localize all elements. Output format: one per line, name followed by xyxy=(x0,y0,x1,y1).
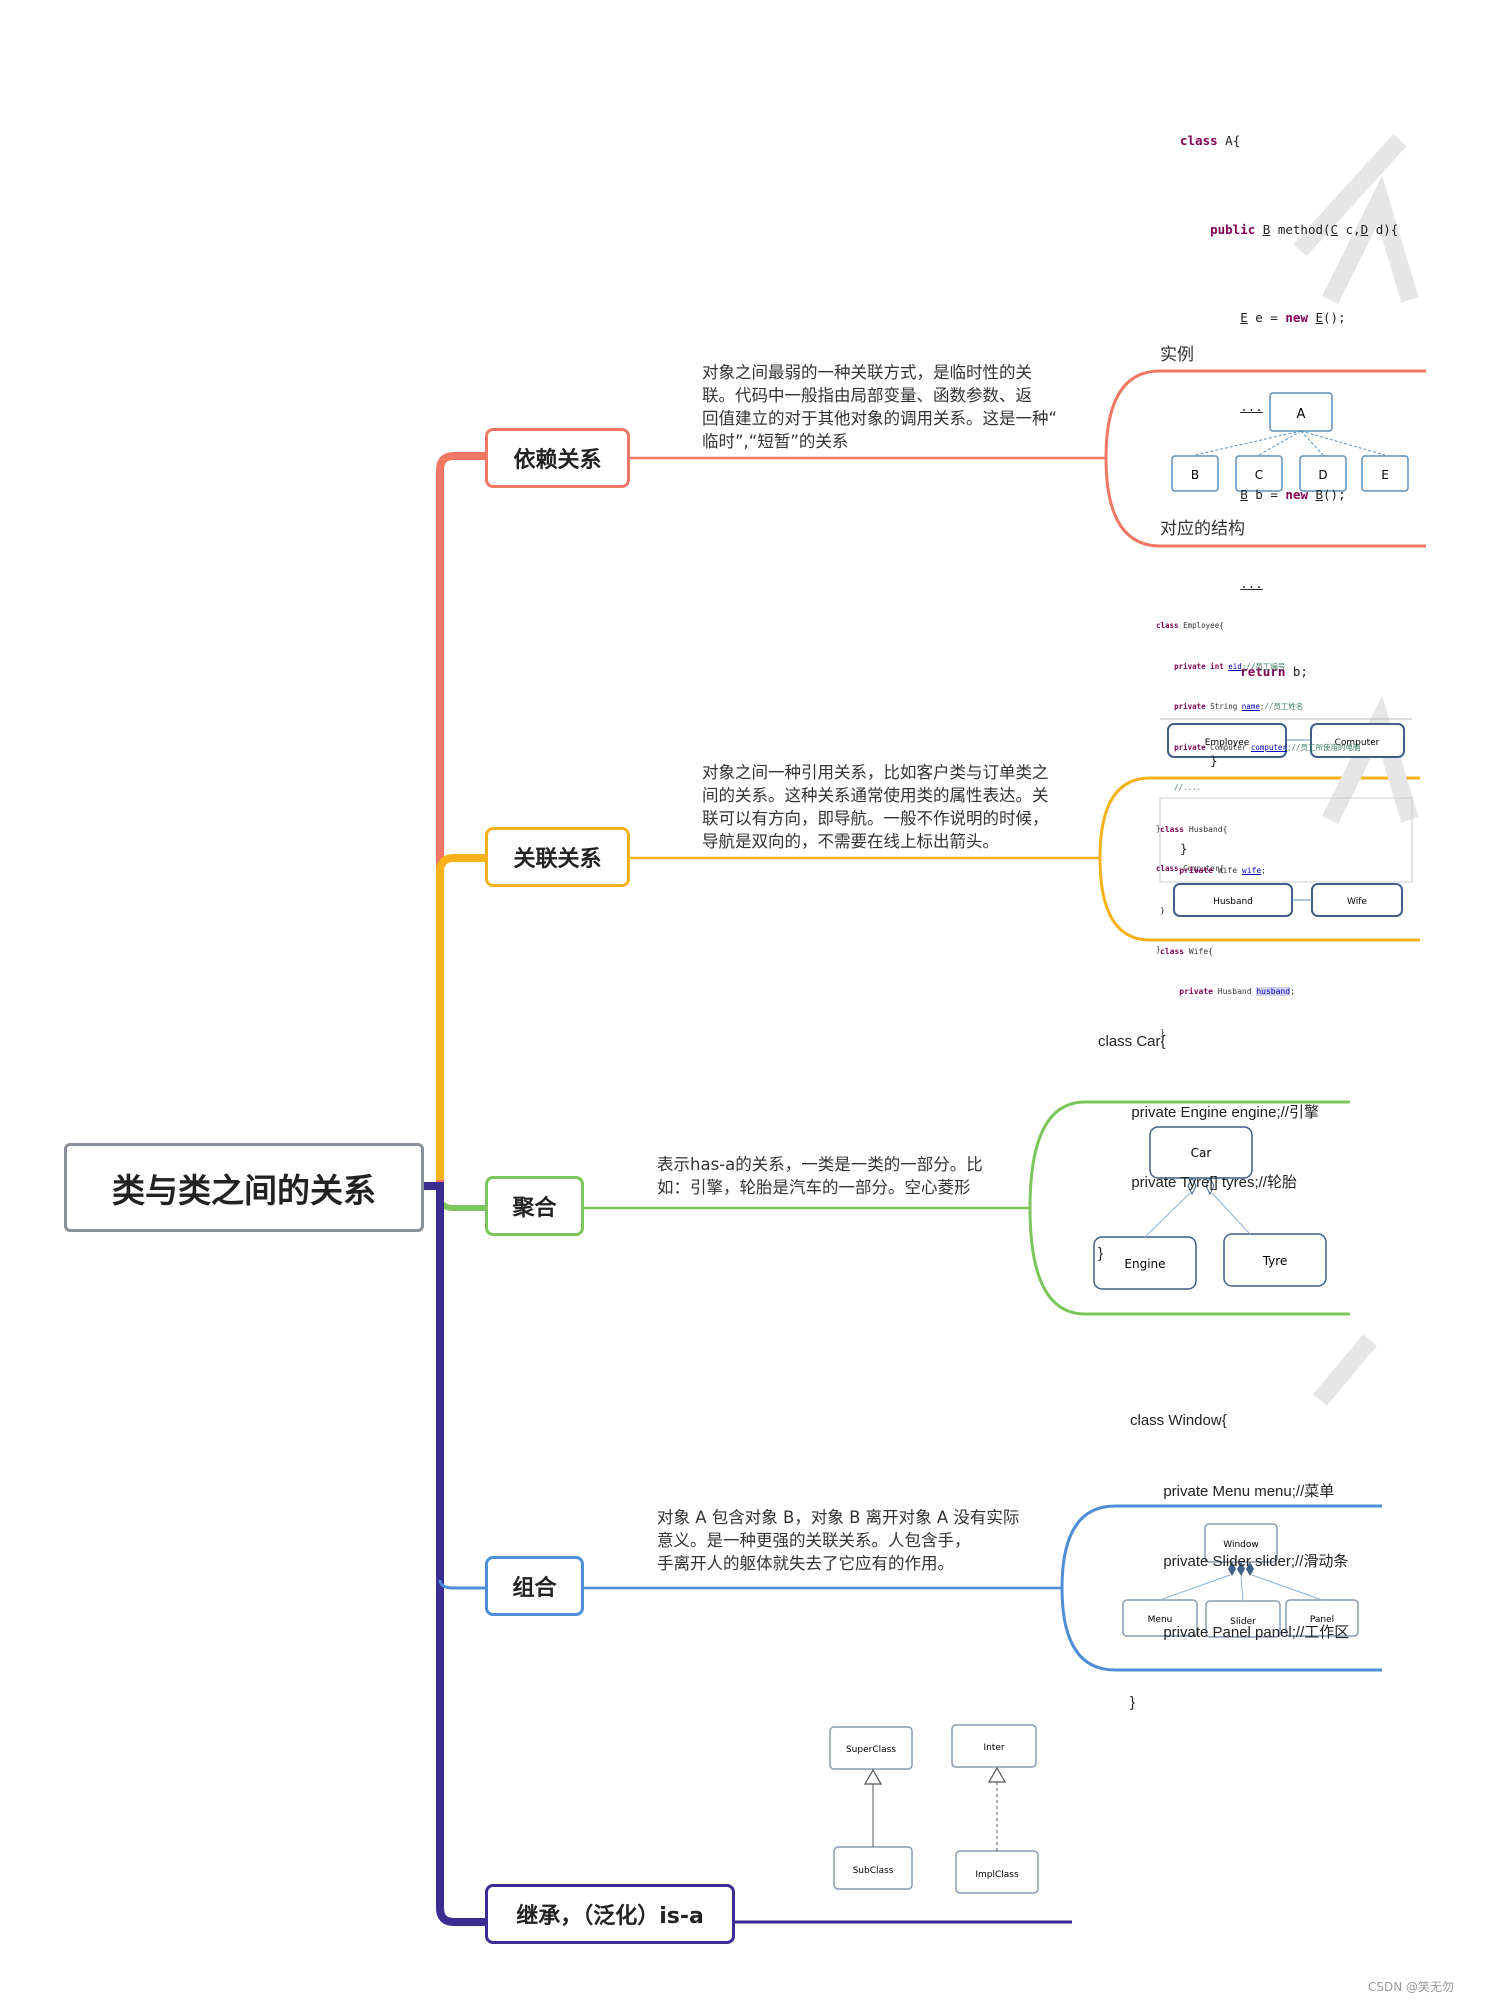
dependency-description: 对象之间最弱的一种关联方式，是临时性的关 联。代码中一般指由局部变量、函数参数、… xyxy=(702,363,1058,451)
svg-text:Panel: Panel xyxy=(1310,1615,1334,1625)
trunk-dependency xyxy=(424,452,488,1190)
uml-box-inter xyxy=(951,1724,1037,1768)
trunk-inheritance xyxy=(424,1182,488,1926)
svg-text:SubClass: SubClass xyxy=(853,1866,894,1876)
svg-text:E: E xyxy=(1381,468,1389,482)
uml-box-tyre xyxy=(1223,1233,1327,1287)
branch-node-aggregation[interactable]: 聚合 xyxy=(485,1176,584,1236)
association-description: 对象之间一种引用关系，比如客户类与订单类之 间的关系。这种关系通常使用类的属性表… xyxy=(702,763,1049,851)
uml-box-e xyxy=(1361,455,1409,492)
svg-text:Car: Car xyxy=(1191,1146,1212,1160)
trunk-aggregation xyxy=(437,1196,488,1211)
svg-text:Inter: Inter xyxy=(983,1743,1004,1753)
svg-text:SuperClass: SuperClass xyxy=(846,1745,896,1755)
svg-text:Husband: Husband xyxy=(1213,897,1253,907)
composition-description: 对象 A 包含对象 B，对象 B 离开对象 A 没有实际 意义。是一种更强的关联… xyxy=(657,1508,1020,1573)
aggregation-code: class Car{ private Engine engine;//引擎 pr… xyxy=(1098,1033,1319,1262)
inheritance-diagram: SuperClass SubClass Inter ImplClass xyxy=(829,1724,1039,1894)
composition-diagram: Window Menu Slider Panel xyxy=(1122,1523,1359,1638)
branch-node-inheritance[interactable]: 继承，（泛化）is-a xyxy=(485,1884,735,1944)
svg-text:Employee: Employee xyxy=(1205,738,1250,748)
bracket-dependency xyxy=(1104,369,1426,548)
svg-text:Tyre: Tyre xyxy=(1262,1254,1288,1268)
association-code-employee: class Employee{ private int eid;//员工编号 p… xyxy=(1156,621,1361,954)
svg-text:D: D xyxy=(1318,468,1327,482)
branch-node-composition[interactable]: 组合 xyxy=(485,1556,584,1616)
svg-text:Wife: Wife xyxy=(1347,897,1367,907)
association-diagram-husband: Husband Wife xyxy=(1159,797,1413,917)
dependency-structure-label: 对应的结构 xyxy=(1160,519,1245,539)
background-watermark-strokes xyxy=(1293,133,1419,1406)
svg-text:Slider: Slider xyxy=(1230,1617,1256,1627)
composition-code: class Window{ private Menu menu;//菜单 pri… xyxy=(1130,1412,1350,1711)
uml-box-car xyxy=(1149,1126,1253,1179)
dependency-example-label: 实例 xyxy=(1160,345,1194,365)
svg-text:ImplClass: ImplClass xyxy=(975,1870,1019,1880)
uml-box-superclass xyxy=(829,1726,913,1770)
svg-text:A: A xyxy=(1297,407,1306,422)
trunk-association xyxy=(436,854,488,1170)
trunk-composition xyxy=(438,1579,488,1590)
branch-node-dependency[interactable]: 依赖关系 xyxy=(485,428,630,488)
svg-text:Computer: Computer xyxy=(1335,738,1380,748)
csdn-watermark: CSDN @笑无勿 xyxy=(1368,1980,1455,1994)
association-diagram-employee: Employee Computer xyxy=(1160,718,1412,758)
bracket-association xyxy=(1098,776,1420,942)
aggregation-diagram: Car Engine Tyre xyxy=(1093,1126,1327,1290)
root-node[interactable]: 类与类之间的关系 xyxy=(64,1143,424,1232)
svg-text:C: C xyxy=(1255,468,1263,482)
dependency-code: class A{ public B method(C c,D d){ E e =… xyxy=(1180,133,1399,856)
uml-box-d xyxy=(1299,455,1347,492)
svg-text:Window: Window xyxy=(1223,1540,1259,1550)
bracket-composition xyxy=(1060,1504,1382,1672)
bracket-aggregation xyxy=(1028,1100,1350,1316)
dependency-structure-diagram: A B C D E xyxy=(1171,392,1409,492)
uml-box-b xyxy=(1171,455,1219,492)
svg-text:B: B xyxy=(1191,468,1199,482)
svg-text:Engine: Engine xyxy=(1124,1257,1165,1271)
aggregation-description: 表示has-a的关系，一类是一类的一部分。比 如：引擎，轮胎是汽车的一部分。空心… xyxy=(657,1155,983,1197)
branch-node-association[interactable]: 关联关系 xyxy=(485,827,630,887)
association-code-husband: class Husband{ private Wife wife; } clas… xyxy=(1160,825,1295,1037)
svg-text:Menu: Menu xyxy=(1148,1615,1173,1625)
uml-box-c xyxy=(1235,455,1283,492)
